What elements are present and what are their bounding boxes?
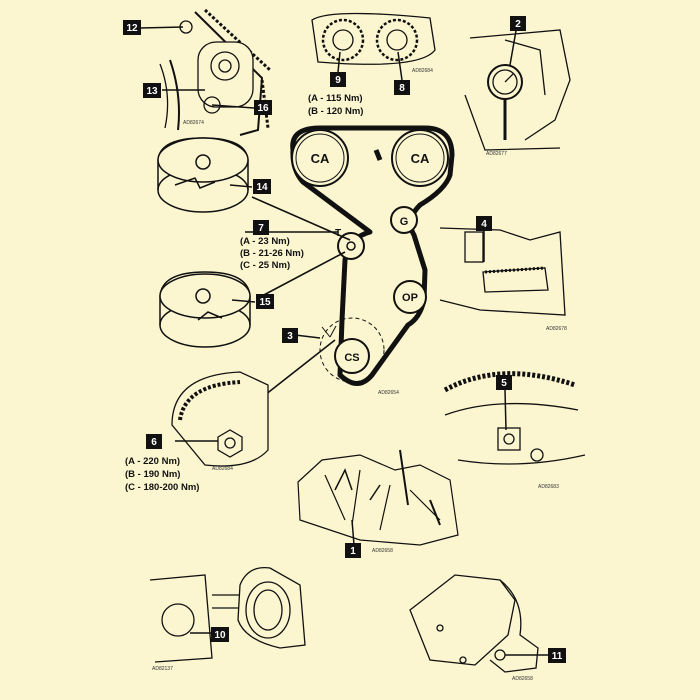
- badge-13: 13: [143, 83, 161, 98]
- label-ca-right: CA: [411, 151, 430, 166]
- detail-circle: [319, 317, 385, 383]
- camshaft-pulley-right: [391, 129, 449, 187]
- torque-6-a: (A - 220 Nm): [125, 456, 180, 467]
- torque-7-b: (B - 21-26 Nm): [240, 248, 304, 259]
- svg-text:13: 13: [146, 86, 158, 97]
- label-g: G: [400, 216, 409, 228]
- ref-1: AD82658: [372, 548, 393, 554]
- badge-14: 14: [253, 179, 271, 194]
- badge-8: 8: [394, 80, 410, 95]
- label-t: T: [335, 228, 341, 239]
- svg-text:3: 3: [287, 331, 293, 342]
- ref-11: AD82658: [512, 676, 533, 682]
- tensioner-detail: AD82674: [139, 8, 272, 136]
- svg-text:4: 4: [481, 219, 487, 230]
- svg-text:1: 1: [350, 546, 356, 557]
- torque-9-b: (B - 120 Nm): [308, 106, 363, 117]
- torque-9-a: (A - 115 Nm): [308, 93, 363, 104]
- ref-2: AD82677: [486, 151, 507, 157]
- badge-5: 5: [496, 375, 512, 390]
- engine-block-detail: AD82658: [297, 449, 459, 554]
- ref-13: AD82674: [183, 120, 204, 126]
- belt-clamp-detail: AD82678: [439, 227, 567, 332]
- ref-4: AD82678: [546, 326, 567, 332]
- crank-sprocket-detail: AD82684: [171, 371, 269, 472]
- svg-text:8: 8: [399, 83, 405, 94]
- badge-16: 16: [254, 100, 272, 115]
- badge-2: 2: [510, 16, 526, 31]
- timing-belt-layout: CA CA G T OP CS AD82654: [290, 125, 455, 396]
- ref-10: AD82137: [152, 666, 173, 672]
- crankshaft-pulley: [334, 338, 370, 374]
- svg-text:11: 11: [552, 651, 563, 662]
- svg-text:12: 12: [126, 23, 138, 34]
- ref-3: AD82654: [378, 390, 399, 396]
- seal-housing-detail: AD82137: [149, 566, 306, 672]
- badge-3: 3: [282, 328, 298, 343]
- callout-badges: 12 13 16 9 8 2 14 7 4 15 3 5 6 1 10 11: [123, 16, 566, 663]
- camshaft-pulley-left: [291, 129, 349, 187]
- ref-5: AD82683: [538, 484, 559, 490]
- badge-12: 12: [123, 20, 141, 35]
- svg-text:2: 2: [515, 19, 521, 30]
- badge-4: 4: [476, 216, 492, 231]
- svg-text:15: 15: [259, 297, 271, 308]
- badge-9: 9: [330, 72, 346, 87]
- badge-10: 10: [211, 627, 229, 642]
- torque-7-a: (A - 23 Nm): [240, 236, 290, 247]
- label-ca-left: CA: [311, 151, 330, 166]
- svg-text:9: 9: [335, 75, 341, 86]
- sprocket-detail-14: [157, 137, 253, 213]
- torque-6-b: (B - 190 Nm): [125, 469, 180, 480]
- svg-text:5: 5: [501, 378, 507, 389]
- svg-text:14: 14: [256, 182, 268, 193]
- cover-detail: AD82658: [409, 574, 548, 682]
- flywheel-detail: AD82683: [443, 371, 586, 490]
- gauge-detail: AD82677: [464, 24, 571, 157]
- svg-text:10: 10: [214, 630, 226, 641]
- torque-specs: (A - 115 Nm) (B - 120 Nm) (A - 23 Nm) (B…: [125, 93, 363, 493]
- svg-text:6: 6: [151, 437, 157, 448]
- guide-pulley: [390, 206, 418, 234]
- ref-9: AD82684: [412, 68, 433, 74]
- svg-text:7: 7: [258, 223, 264, 234]
- label-op: OP: [402, 292, 418, 304]
- svg-text:16: 16: [257, 103, 269, 114]
- oil-pump-pulley: [393, 280, 427, 314]
- torque-6-c: (C - 180-200 Nm): [125, 482, 199, 493]
- torque-7-c: (C - 25 Nm): [240, 260, 290, 271]
- badge-7: 7: [253, 220, 269, 235]
- sprocket-detail-15: [159, 271, 256, 348]
- ref-6: AD82684: [212, 466, 233, 472]
- label-cs: CS: [344, 352, 359, 364]
- badge-15: 15: [256, 294, 274, 309]
- badge-1: 1: [345, 543, 361, 558]
- camshaft-sprocket-detail: AD82684: [311, 12, 436, 81]
- badge-6: 6: [146, 434, 162, 449]
- badge-11: 11: [548, 648, 566, 663]
